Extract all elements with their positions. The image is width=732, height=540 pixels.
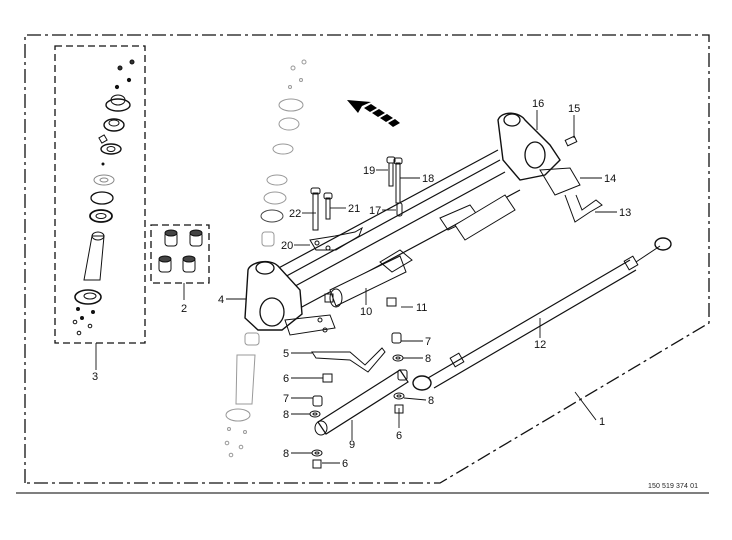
kingpin-kit-parts bbox=[72, 59, 135, 336]
callout-8c: 8 bbox=[425, 353, 431, 365]
direction-arrow-icon bbox=[347, 100, 400, 127]
callout-10: 10 bbox=[360, 306, 372, 318]
callout-8b: 8 bbox=[283, 448, 289, 460]
callout-8d: 8 bbox=[428, 395, 434, 407]
tie-rod bbox=[412, 237, 672, 391]
lower-kingpin-stack bbox=[224, 332, 260, 458]
callout-5: 5 bbox=[283, 348, 289, 360]
callout-labels: 1 2 3 4 5 6 6 6 7 7 8 8 8 8 9 10 11 12 1… bbox=[92, 98, 631, 470]
callout-19: 19 bbox=[363, 165, 375, 177]
bushing-kit-parts bbox=[158, 229, 203, 273]
kit-2-boundary bbox=[150, 224, 210, 284]
callout-21: 21 bbox=[348, 203, 360, 215]
callout-7a: 7 bbox=[283, 393, 289, 405]
callout-15: 15 bbox=[568, 103, 580, 115]
callout-18: 18 bbox=[422, 173, 434, 185]
callout-20: 20 bbox=[281, 240, 293, 252]
upper-kingpin-stack bbox=[260, 59, 307, 247]
callout-16: 16 bbox=[532, 98, 544, 110]
callout-8a: 8 bbox=[283, 409, 289, 421]
callout-6b: 6 bbox=[342, 458, 348, 470]
callout-4: 4 bbox=[218, 294, 224, 306]
callout-12: 12 bbox=[534, 339, 546, 351]
leader-lines bbox=[95, 110, 617, 464]
callout-14: 14 bbox=[604, 173, 616, 185]
callout-7b: 7 bbox=[425, 336, 431, 348]
kit-3-boundary bbox=[54, 45, 146, 344]
steering-damper bbox=[309, 297, 409, 469]
assembly-boundary bbox=[24, 34, 710, 484]
callout-2: 2 bbox=[181, 303, 187, 315]
callout-11: 11 bbox=[416, 302, 427, 314]
callout-3: 3 bbox=[92, 371, 98, 383]
callout-13: 13 bbox=[619, 207, 631, 219]
callout-6c: 6 bbox=[396, 430, 402, 442]
document-number: 150 519 374 01 bbox=[648, 483, 699, 490]
callout-17: 17 bbox=[369, 205, 381, 217]
callout-6a: 6 bbox=[283, 373, 289, 385]
callout-22: 22 bbox=[289, 208, 301, 220]
callout-9: 9 bbox=[349, 439, 355, 451]
callout-1: 1 bbox=[599, 416, 605, 428]
axle-beam bbox=[244, 112, 603, 336]
